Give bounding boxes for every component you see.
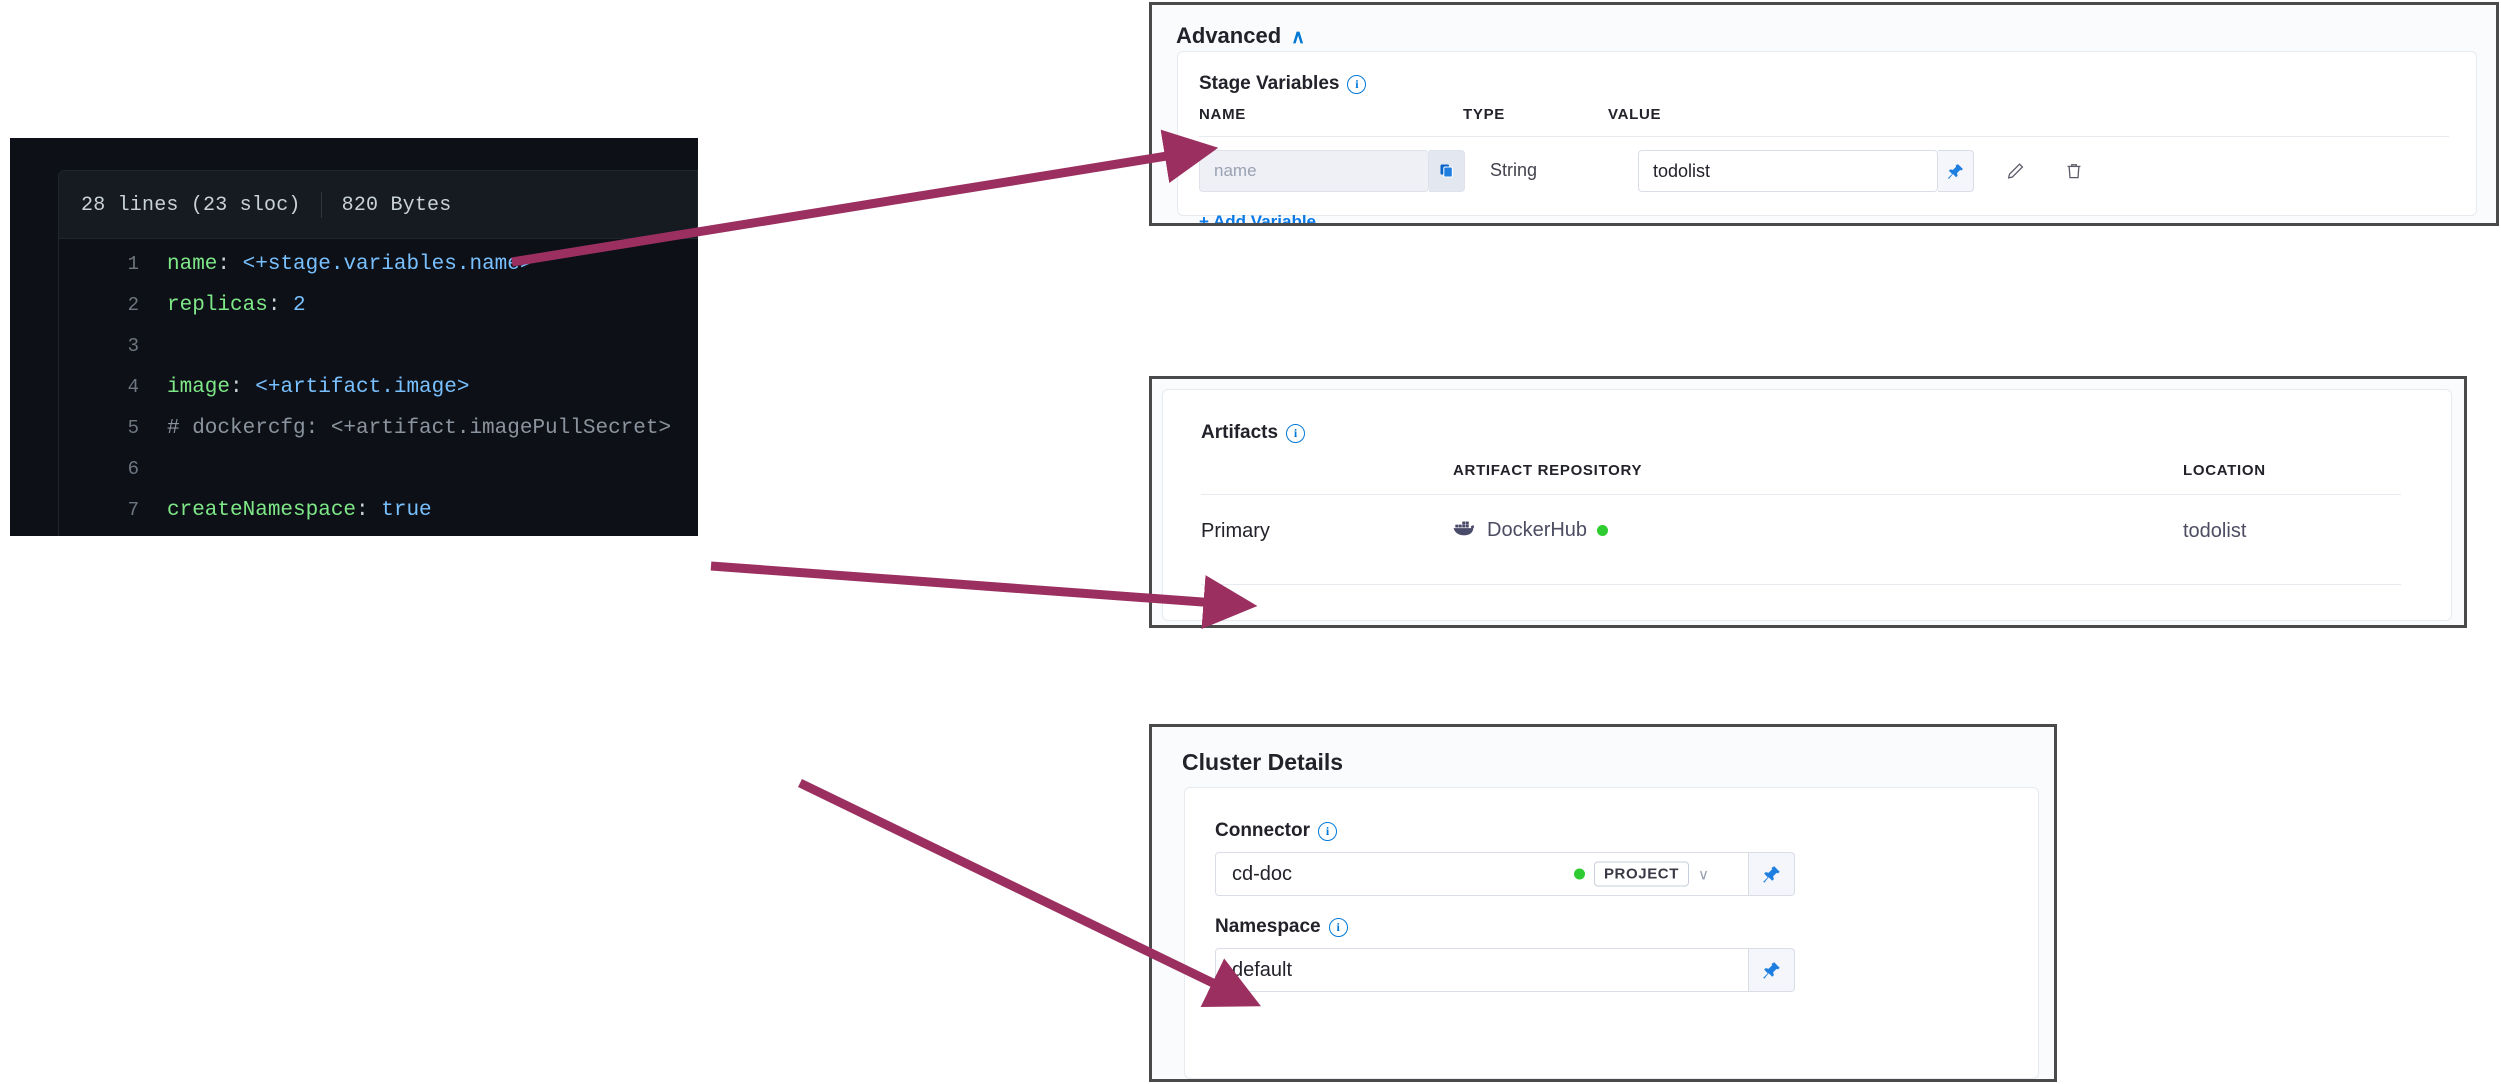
- delete-icon[interactable]: [2057, 154, 2091, 188]
- artifact-repository-cell[interactable]: DockerHub: [1453, 518, 1609, 543]
- info-icon[interactable]: i: [1328, 917, 1348, 937]
- code-file-meta: 28 lines (23 sloc) 820 Bytes: [59, 192, 451, 218]
- code-line-number: 7: [127, 499, 139, 521]
- column-header-location: LOCATION: [2183, 462, 2266, 479]
- code-line-number: 2: [127, 294, 139, 316]
- status-indicator-icon: [1597, 525, 1609, 536]
- stage-variables-label-text: Stage Variables: [1199, 73, 1340, 94]
- code-line-text: # dockercfg: <+artifact.imagePullSecret>: [167, 417, 672, 440]
- namespace-label: Namespace i: [1215, 916, 1348, 938]
- chevron-up-icon[interactable]: ∧: [1291, 26, 1306, 48]
- artifact-location: todolist: [2183, 520, 2247, 542]
- variable-type-value: String: [1490, 160, 1538, 180]
- artifacts-card: Artifacts i ARTIFACT REPOSITORY LOCATION…: [1162, 389, 2452, 621]
- connector-label-text: Connector: [1215, 820, 1310, 841]
- code-line: 3: [59, 335, 698, 376]
- stage-variables-label: Stage Variables i: [1199, 73, 1367, 95]
- code-line-count: 28 lines (23 sloc): [81, 193, 301, 217]
- connector-label: Connector i: [1215, 820, 1337, 842]
- artifacts-panel: Artifacts i ARTIFACT REPOSITORY LOCATION…: [1149, 376, 2467, 628]
- code-line-number: 5: [127, 417, 139, 439]
- code-line-text: replicas: 2: [167, 294, 306, 317]
- chevron-down-icon[interactable]: ∨: [1698, 866, 1709, 883]
- cluster-details-panel: Cluster Details Connector i cd-doc PROJE…: [1149, 724, 2057, 1082]
- add-variable-button[interactable]: + Add Variable: [1199, 212, 1316, 226]
- code-viewer: 28 lines (23 sloc) 820 Bytes 1 name: <+st…: [10, 138, 698, 536]
- artifacts-label-text: Artifacts: [1201, 422, 1279, 443]
- code-line-number: 3: [127, 335, 139, 357]
- code-file-header: 28 lines (23 sloc) 820 Bytes: [58, 170, 698, 239]
- cluster-details-card: Connector i cd-doc PROJECT ∨ Namespace i…: [1184, 787, 2039, 1079]
- column-header-value: VALUE: [1608, 106, 1662, 123]
- pin-icon[interactable]: [1749, 852, 1795, 896]
- table-divider-bottom: [1201, 584, 2401, 585]
- table-divider: [1199, 136, 2449, 137]
- namespace-label-text: Namespace: [1215, 916, 1321, 937]
- advanced-panel: Advanced ∧ Stage Variables i NAME TYPE V…: [1149, 2, 2499, 226]
- variable-value-input[interactable]: todolist: [1638, 150, 1938, 192]
- info-icon[interactable]: i: [1347, 74, 1367, 94]
- variable-name-input[interactable]: name: [1199, 150, 1429, 192]
- edit-icon[interactable]: [1999, 154, 2033, 188]
- namespace-field[interactable]: default: [1215, 948, 1795, 992]
- status-indicator-icon: [1573, 868, 1585, 880]
- code-line: 4 image: <+artifact.image>: [59, 376, 698, 417]
- info-icon[interactable]: i: [1318, 821, 1337, 841]
- code-line: 7 createNamespace: true: [59, 499, 698, 536]
- pin-icon[interactable]: [1749, 948, 1795, 992]
- cluster-details-title: Cluster Details: [1182, 749, 1344, 775]
- table-row: name String todolist: [1199, 150, 2459, 196]
- advanced-title-text: Advanced: [1176, 23, 1282, 48]
- code-line-text: image: <+artifact.image>: [167, 376, 470, 399]
- artifact-kind: Primary: [1201, 520, 1270, 542]
- code-line-text: createNamespace: true: [167, 499, 432, 522]
- code-line: 1 name: <+stage.variables.name>: [59, 253, 698, 294]
- code-line: 2 replicas: 2: [59, 294, 698, 335]
- namespace-input[interactable]: default: [1215, 948, 1749, 992]
- code-line: 5 # dockercfg: <+artifact.imagePullSecret…: [59, 417, 698, 458]
- code-line-number: 1: [127, 253, 139, 275]
- table-divider-top: [1201, 494, 2401, 495]
- column-header-artifact-repository: ARTIFACT REPOSITORY: [1453, 462, 1643, 479]
- code-line: 6: [59, 458, 698, 499]
- meta-divider: [320, 192, 322, 218]
- column-header-name: NAME: [1199, 106, 1246, 123]
- code-file-size: 820 Bytes: [341, 193, 452, 217]
- advanced-section-header[interactable]: Advanced ∧: [1176, 23, 1305, 49]
- artifacts-label: Artifacts i: [1201, 422, 1306, 444]
- connector-scope: PROJECT ∨: [1573, 861, 1709, 887]
- pin-icon[interactable]: [1938, 150, 1974, 192]
- code-line-text: name: <+stage.variables.name>: [167, 253, 533, 276]
- copy-icon[interactable]: [1429, 150, 1465, 192]
- scope-pill: PROJECT: [1593, 861, 1690, 887]
- column-header-type: TYPE: [1463, 106, 1505, 123]
- code-line-number: 4: [127, 376, 139, 398]
- stage-variables-card: Stage Variables i NAME TYPE VALUE name S…: [1177, 51, 2477, 223]
- artifact-repository-name: DockerHub: [1487, 519, 1588, 541]
- connector-field[interactable]: cd-doc PROJECT ∨: [1215, 852, 1795, 896]
- code-line-number: 6: [127, 458, 139, 480]
- info-icon[interactable]: i: [1286, 423, 1306, 443]
- docker-icon: [1453, 518, 1477, 543]
- code-content: 1 name: <+stage.variables.name> 2 replicas:…: [58, 238, 698, 536]
